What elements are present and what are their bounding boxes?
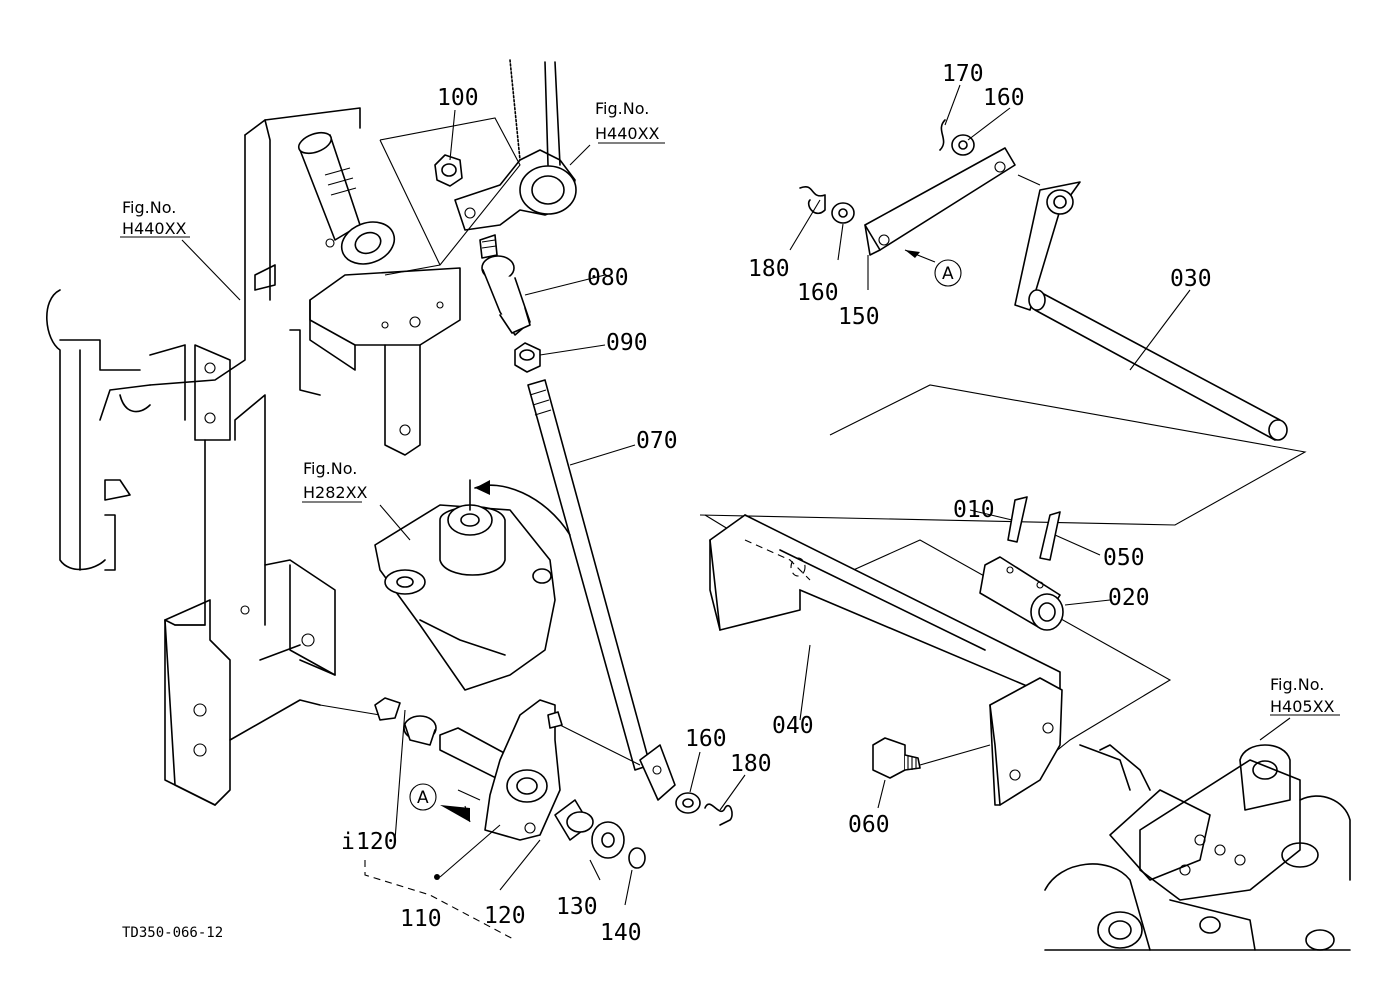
callout-150: 150 xyxy=(838,304,880,330)
hydraulic-control-block xyxy=(374,479,571,691)
figure-references[interactable]: Fig.No. H440XX Fig.No. H440XX Fig.No. H2… xyxy=(122,99,1335,716)
fig-ref-code-1[interactable]: H440XX xyxy=(122,219,187,238)
view-marker-a-upper: A xyxy=(934,259,962,287)
cross-bar-040 xyxy=(704,514,1172,806)
upper-bracket xyxy=(297,117,521,456)
callout-100: 100 xyxy=(437,85,479,111)
link-arm-upper xyxy=(434,59,577,231)
leader-lines xyxy=(120,84,1340,906)
callout-110: 110 xyxy=(400,906,442,932)
callout-040: 040 xyxy=(772,713,814,739)
kit-marker: i xyxy=(341,829,355,855)
hydraulic-valve-assembly xyxy=(1044,744,1351,951)
bolt-060 xyxy=(872,737,991,779)
fig-ref-label-4: Fig.No. xyxy=(1270,675,1324,694)
callout-060: 060 xyxy=(848,812,890,838)
callout-030: 030 xyxy=(1170,266,1212,292)
callout-130: 130 xyxy=(556,894,598,920)
callout-120-a: 120 xyxy=(356,829,398,855)
frame-side-panel xyxy=(46,107,361,626)
svg-text:A: A xyxy=(942,264,954,284)
callout-140: 140 xyxy=(600,920,642,946)
callout-070: 070 xyxy=(636,428,678,454)
callout-180-a: 180 xyxy=(748,256,790,282)
drawing-code: TD350-066-12 xyxy=(122,925,223,941)
callout-010: 010 xyxy=(953,497,995,523)
callout-160-b: 160 xyxy=(797,280,839,306)
callout-080: 080 xyxy=(587,265,629,291)
collar-020 xyxy=(979,496,1064,631)
fig-ref-label-2: Fig.No. xyxy=(595,99,649,118)
callout-170: 170 xyxy=(942,61,984,87)
ball-joint-rod-assembly xyxy=(479,234,676,801)
callout-020: 020 xyxy=(1108,585,1150,611)
fig-ref-code-3[interactable]: H282XX xyxy=(303,483,368,502)
callout-090: 090 xyxy=(606,330,648,356)
fig-ref-label-1: Fig.No. xyxy=(122,198,176,217)
fig-ref-code-4[interactable]: H405XX xyxy=(1270,697,1335,716)
svg-text:A: A xyxy=(417,788,429,808)
callout-160-a: 160 xyxy=(983,85,1025,111)
callout-120-b: 120 xyxy=(484,903,526,929)
callout-160-c: 160 xyxy=(685,726,727,752)
link-plate-150 xyxy=(799,119,1041,256)
rod-end-fasteners xyxy=(675,792,733,826)
fig-ref-label-3: Fig.No. xyxy=(303,459,357,478)
callout-050: 050 xyxy=(1103,545,1145,571)
frame-lower-bracket xyxy=(164,559,336,806)
lever-assembly xyxy=(319,697,646,941)
callouts: 030 010 020 050 040 060 070 080 090 100 … xyxy=(341,61,1212,946)
view-marker-a-lower: A xyxy=(409,783,437,811)
callout-180-b: 180 xyxy=(730,751,772,777)
shaft-030 xyxy=(699,181,1307,526)
fig-ref-code-2[interactable]: H440XX xyxy=(595,124,660,143)
arrow-heads xyxy=(440,250,920,823)
